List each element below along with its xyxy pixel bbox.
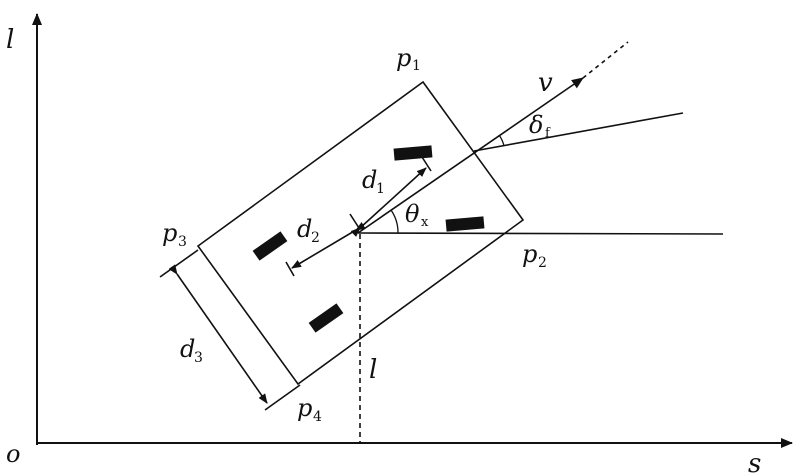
theta-arc: [390, 209, 399, 234]
svg-text:d: d: [180, 335, 195, 363]
svg-text:4: 4: [313, 409, 322, 425]
svg-text:3: 3: [178, 234, 187, 250]
svg-text:θ: θ: [405, 200, 420, 228]
p4-label: p 4: [297, 394, 322, 425]
d3-tick-top: [159, 249, 199, 278]
svg-text:p: p: [396, 44, 411, 72]
svg-text:p: p: [297, 394, 312, 422]
d1-label: d 1: [362, 166, 385, 197]
d1-dimension: [350, 167, 427, 238]
svg-text:d: d: [297, 215, 312, 243]
d3-label: d 3: [180, 335, 203, 366]
svg-text:p: p: [522, 240, 537, 268]
wheel-rear-right: [308, 303, 344, 333]
d3-dimension: [168, 264, 268, 404]
d1-tick-front: [421, 156, 432, 172]
d3-tick-bottom: [264, 384, 301, 411]
origin-label: o: [6, 440, 20, 468]
p1-label: p 1: [396, 44, 421, 74]
l-axis-label: l: [6, 25, 14, 55]
svg-text:1: 1: [412, 58, 421, 74]
svg-text:f: f: [545, 126, 551, 141]
d2-label: d 2: [297, 215, 320, 246]
velocity-vector: [357, 77, 584, 234]
wheel-rear-left: [252, 231, 288, 261]
horizontal-reference: [357, 232, 724, 235]
wheel-front-right: [445, 216, 485, 232]
velocity-label: v: [538, 68, 553, 98]
velocity-extension: [582, 41, 629, 79]
svg-text:1: 1: [376, 181, 385, 197]
delta-arc: [498, 134, 505, 147]
delta-label: δ f: [529, 111, 551, 141]
wheel-front-left: [393, 145, 433, 161]
svg-text:p: p: [162, 219, 177, 247]
svg-text:3: 3: [194, 350, 203, 366]
steering-line: [473, 112, 684, 152]
theta-label: θ x: [405, 200, 429, 230]
svg-text:x: x: [421, 215, 429, 230]
projection-label: l: [369, 355, 377, 385]
p3-label: p 3: [162, 219, 187, 250]
d1-tick-rear: [349, 213, 360, 229]
s-axis-label: s: [748, 449, 761, 475]
d2-tick-rear: [285, 261, 295, 277]
vehicle-body: [196, 80, 525, 386]
svg-text:δ: δ: [529, 111, 543, 139]
svg-text:2: 2: [311, 230, 320, 246]
svg-text:2: 2: [538, 255, 547, 271]
d2-dimension: [291, 221, 366, 269]
svg-text:d: d: [362, 166, 377, 194]
p2-label: p 2: [522, 240, 547, 271]
